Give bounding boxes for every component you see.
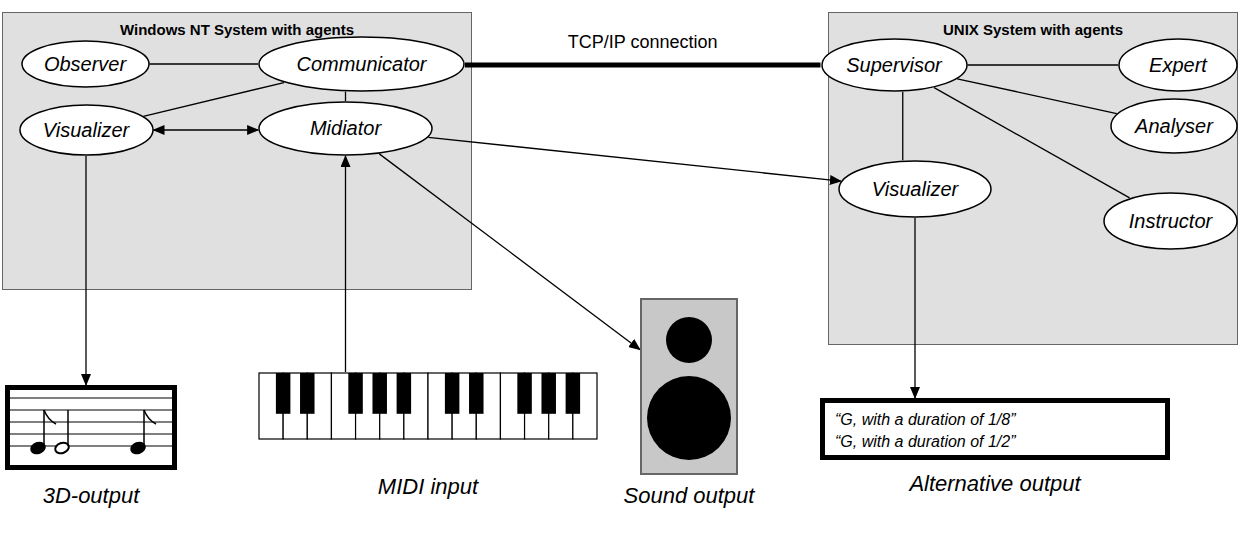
output-label: Sound output bbox=[624, 483, 755, 509]
loudspeaker: Sound output bbox=[640, 298, 738, 475]
agent-ellipse: Communicator bbox=[258, 36, 465, 92]
staff-line bbox=[10, 398, 172, 399]
connector bbox=[379, 154, 640, 350]
connector bbox=[428, 137, 840, 181]
black-key bbox=[541, 373, 555, 414]
music-staff bbox=[10, 390, 172, 465]
agent-name: Observer bbox=[44, 53, 126, 76]
black-key bbox=[517, 373, 531, 414]
ellipse-shape bbox=[259, 102, 432, 155]
staff-line bbox=[10, 410, 172, 411]
note-flag bbox=[144, 410, 156, 424]
ellipse-shape bbox=[259, 37, 464, 91]
connector bbox=[345, 156, 346, 372]
system-panel: UNIX System with agentsSupervisor ExpertA… bbox=[828, 12, 1238, 345]
agent-name: Visualizer bbox=[872, 178, 958, 201]
black-key bbox=[300, 373, 314, 414]
connector bbox=[465, 63, 821, 68]
connector bbox=[143, 83, 284, 117]
agent-ellipse: Expert bbox=[1118, 38, 1238, 92]
midi-keyboard: MIDI input bbox=[258, 372, 598, 440]
agent-name: Expert bbox=[1149, 54, 1207, 77]
agent-ellipse: Supervisor bbox=[821, 38, 968, 92]
agent-name: Communicator bbox=[296, 53, 426, 76]
output-label: 3D-output bbox=[43, 483, 140, 509]
display-line: “G, with a duration of 1/8” bbox=[835, 409, 1155, 431]
panel-heading: Windows NT System with agents bbox=[2, 21, 472, 38]
black-key bbox=[566, 373, 580, 414]
agent-ellipse: Instructor bbox=[1103, 192, 1238, 250]
note-flag bbox=[44, 410, 56, 424]
agent-ellipse: Visualizer bbox=[838, 160, 992, 218]
ellipse-shape bbox=[1111, 99, 1237, 153]
agent-name: Analyser bbox=[1135, 115, 1213, 138]
ellipse-shape bbox=[22, 41, 149, 87]
agent-name: Visualizer bbox=[43, 119, 129, 142]
speaker-drivers bbox=[642, 300, 736, 473]
agent-ellipse: Visualizer bbox=[19, 104, 154, 156]
system-panel: Windows NT System with agentsObserver Com… bbox=[2, 12, 472, 290]
ellipse-shape bbox=[1104, 193, 1237, 249]
agent-ellipse: Observer bbox=[21, 40, 150, 88]
piano-keys bbox=[258, 372, 598, 440]
black-key bbox=[445, 373, 459, 414]
panel-heading: UNIX System with agents bbox=[828, 21, 1238, 38]
connector bbox=[85, 156, 86, 385]
connector bbox=[914, 218, 915, 398]
agent-ellipse: Midiator bbox=[258, 101, 433, 156]
agent-name: Midiator bbox=[310, 117, 381, 140]
agent-name: Supervisor bbox=[846, 54, 942, 77]
black-key bbox=[276, 373, 290, 414]
agent-ellipse: Analyser bbox=[1110, 98, 1238, 154]
woofer bbox=[647, 376, 731, 460]
staff-line bbox=[10, 434, 172, 435]
score-display: 3D-output bbox=[5, 385, 177, 470]
note-stem bbox=[143, 410, 145, 446]
agent-name: Instructor bbox=[1129, 210, 1212, 233]
connector bbox=[150, 63, 259, 64]
text-display: “G, with a duration of 1/8”“G, with a du… bbox=[820, 398, 1170, 460]
ellipse-shape bbox=[1119, 39, 1237, 91]
connector bbox=[154, 129, 259, 130]
ellipse-shape bbox=[839, 161, 991, 217]
connector bbox=[968, 64, 1119, 65]
output-label: Alternative output bbox=[909, 471, 1080, 497]
black-key bbox=[397, 373, 411, 414]
tweeter bbox=[666, 317, 712, 363]
connector bbox=[345, 92, 346, 101]
connection-label: TCP/IP connection bbox=[565, 32, 721, 53]
black-key bbox=[372, 373, 386, 414]
connector bbox=[957, 79, 1116, 114]
output-label: MIDI input bbox=[378, 474, 478, 500]
black-key bbox=[469, 373, 483, 414]
note-stem bbox=[67, 410, 69, 446]
display-line: “G, with a duration of 1/2” bbox=[835, 431, 1155, 453]
note-stem bbox=[43, 410, 45, 446]
ellipse-shape bbox=[822, 39, 967, 91]
staff-line bbox=[10, 422, 172, 423]
black-key bbox=[348, 373, 362, 414]
ellipse-shape bbox=[20, 105, 153, 155]
connector bbox=[902, 92, 903, 161]
